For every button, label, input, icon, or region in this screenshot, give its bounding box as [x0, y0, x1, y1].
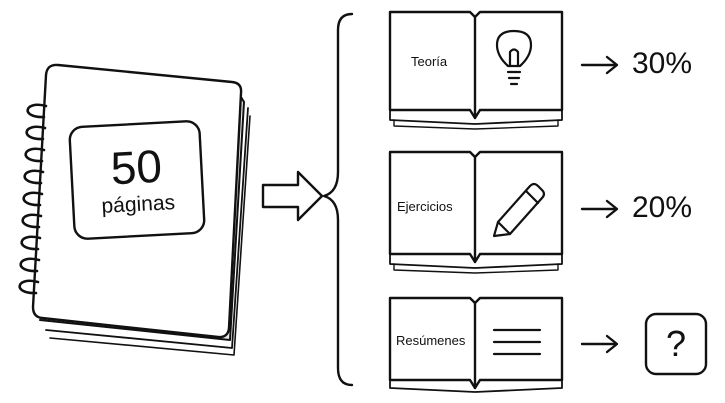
book-resumenes: [388, 296, 564, 393]
book-ejercicios: [388, 150, 564, 274]
curly-brace: [322, 12, 354, 387]
section-label-ejercicios: Ejercicios: [397, 199, 453, 214]
pencil-icon: [492, 182, 546, 238]
notebook-page-count: 50: [109, 139, 164, 195]
text-lines-icon: [492, 328, 542, 356]
notebook-spiral: [18, 103, 48, 295]
arrow-1: [580, 55, 619, 75]
arrow-2: [580, 199, 619, 219]
section-label-teoria: Teoría: [411, 54, 448, 69]
hollow-arrow: [261, 170, 324, 222]
result-teoria: 30%: [632, 47, 693, 80]
question-box: [644, 312, 708, 376]
lightbulb-icon: [495, 29, 533, 86]
book-teoria: [388, 10, 564, 130]
notebook-page-unit: páginas: [100, 191, 176, 218]
section-label-resumenes: Resúmenes: [396, 333, 466, 348]
notebook-label: 50 páginas: [69, 121, 205, 240]
result-resumenes: ?: [665, 323, 687, 364]
result-ejercicios: 20%: [632, 191, 693, 224]
arrow-3: [580, 334, 619, 354]
notebook: [31, 63, 251, 356]
